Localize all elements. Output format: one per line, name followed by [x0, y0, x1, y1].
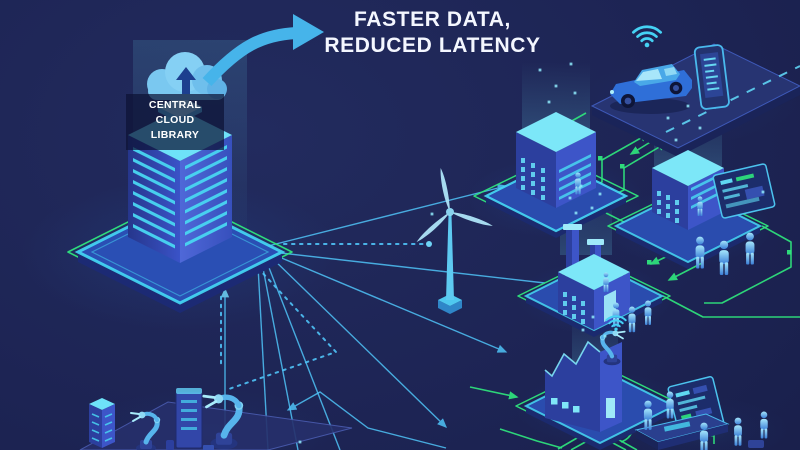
curved-arrow	[202, 14, 324, 87]
headline: FASTER DATA, REDUCED LATENCY	[290, 7, 575, 58]
central-cloud-label: CENTRAL CLOUD LIBRARY	[126, 94, 224, 150]
server-tower-icon	[128, 96, 232, 263]
canister	[166, 440, 174, 450]
server-cabinet-icon	[175, 388, 203, 449]
wind-turbine-icon	[416, 167, 493, 314]
central-hub-cell	[67, 96, 293, 313]
dashboard-panel-icon	[712, 163, 776, 219]
upload-arrow-icon	[176, 67, 196, 94]
power-plant-icon	[558, 224, 630, 330]
server-cabinet-icon	[88, 397, 116, 449]
edge-building-icon	[652, 150, 724, 230]
crate	[203, 445, 214, 450]
wifi-icon	[631, 25, 663, 49]
person-icon	[745, 232, 755, 265]
operations-console-cell	[634, 376, 768, 450]
headline-line1: FASTER DATA,	[354, 8, 511, 31]
cart	[748, 440, 764, 448]
smartphone-kiosk-icon	[693, 44, 730, 110]
connected-car-icon	[610, 64, 692, 114]
smart-factory-cell	[515, 315, 685, 450]
factory-floor-cell	[79, 388, 353, 450]
power-plant-cell	[517, 224, 671, 337]
data-links	[220, 183, 546, 450]
central-cloud-label-line2: LIBRARY	[150, 129, 200, 142]
lane-markings	[665, 65, 800, 133]
person-icon	[719, 240, 729, 275]
headline-line2: REDUCED LATENCY	[324, 33, 541, 57]
central-cloud-label-line1: CENTRAL CLOUD	[148, 99, 202, 127]
edge-building-north-cell	[473, 112, 639, 238]
console-keyboard	[663, 421, 691, 432]
edge-building-east-cell	[607, 150, 776, 275]
connected-car-cell	[590, 25, 800, 157]
edge-building-icon	[516, 112, 596, 208]
